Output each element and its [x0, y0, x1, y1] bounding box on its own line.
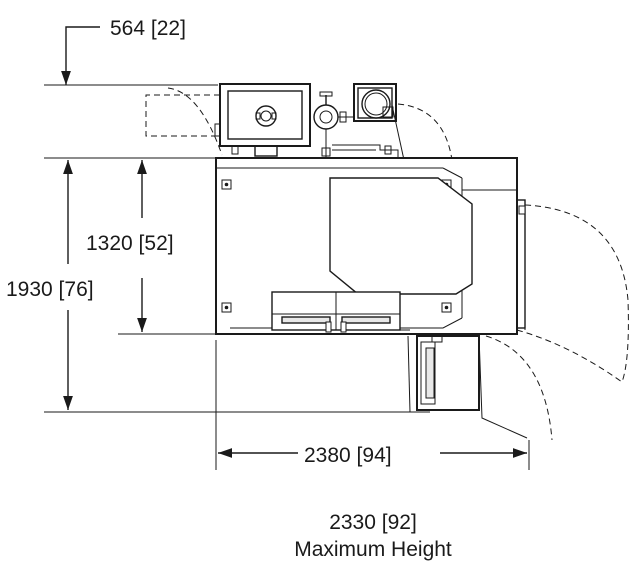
- top-offset-leader: [61, 26, 100, 85]
- top-left-module: [214, 83, 311, 157]
- dimension-arrows: [61, 26, 527, 458]
- main-cabinet: [215, 157, 629, 383]
- extension-lines: [44, 84, 530, 470]
- max-height-value: 2330 [92]: [329, 511, 417, 534]
- top-offset-label: 564 [22]: [110, 17, 186, 40]
- overall-depth-label: 1930 [76]: [6, 278, 94, 301]
- top-right-module: [313, 83, 453, 161]
- max-height-label: Maximum Height: [294, 538, 452, 561]
- lower-right-unit: [407, 335, 553, 441]
- overall-width-label: 2380 [94]: [304, 444, 392, 467]
- dashed-panel: [145, 87, 223, 156]
- inner-depth-label: 1320 [52]: [86, 232, 174, 255]
